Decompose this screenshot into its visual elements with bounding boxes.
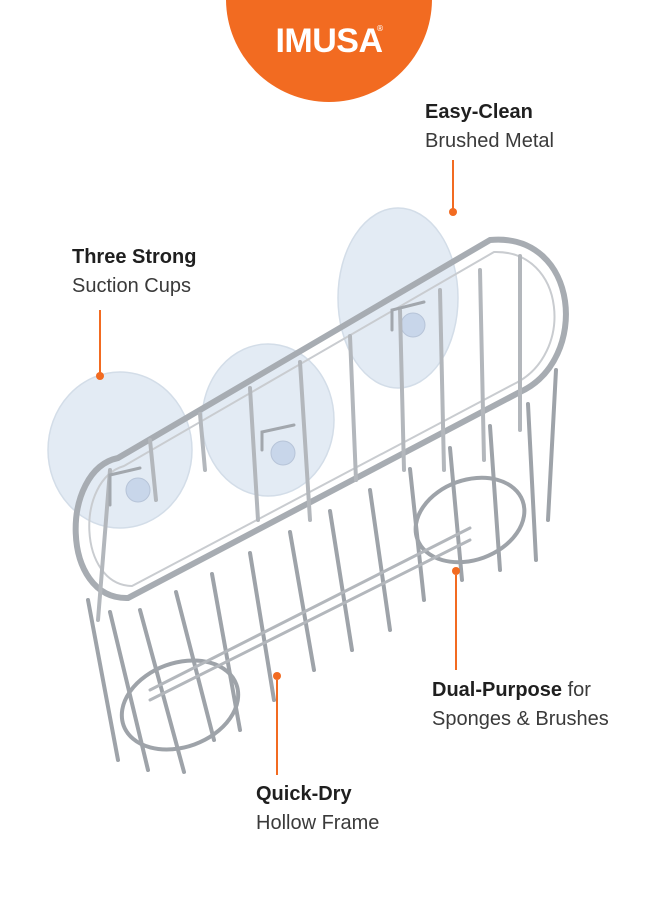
callout-quick-dry: Quick-Dry Hollow Frame xyxy=(256,780,379,838)
dual-purpose-leader-line xyxy=(455,575,457,670)
callout-easy-clean: Easy-Clean Brushed Metal xyxy=(425,98,554,156)
callout-dual-purpose: Dual-Purpose for Sponges & Brushes xyxy=(432,676,609,734)
dual-purpose-leader-dot xyxy=(452,567,460,575)
easy-clean-subtitle: Brushed Metal xyxy=(425,130,554,152)
callout-suction-cups: Three Strong Suction Cups xyxy=(72,243,196,301)
suction-subtitle: Suction Cups xyxy=(72,275,191,297)
dual-purpose-title-suffix: for xyxy=(562,679,591,701)
easy-clean-leader-line xyxy=(452,160,454,210)
easy-clean-leader-dot xyxy=(449,208,457,216)
bottom-ring-right xyxy=(413,475,527,565)
brand-logo-text: IMUSA xyxy=(275,22,383,60)
quick-dry-leader-dot xyxy=(273,672,281,680)
suction-title: Three Strong xyxy=(72,246,197,268)
suction-cup-knob-right xyxy=(400,312,426,338)
easy-clean-title: Easy-Clean xyxy=(425,101,533,123)
basket-frame xyxy=(72,236,569,774)
suction-cup-knob-left xyxy=(125,477,151,503)
dual-purpose-title: Dual-Purpose xyxy=(432,679,563,701)
quick-dry-leader-line xyxy=(276,680,278,775)
suction-cup-right xyxy=(337,207,459,389)
quick-dry-title: Quick-Dry xyxy=(256,783,352,805)
quick-dry-subtitle: Hollow Frame xyxy=(256,812,380,834)
suction-cup-left xyxy=(47,371,193,529)
suction-leader-line xyxy=(99,310,101,374)
registered-mark: ® xyxy=(376,24,384,33)
bottom-ring-left xyxy=(119,658,241,752)
suction-leader-dot xyxy=(96,372,104,380)
suction-cup-knob-middle xyxy=(270,440,296,466)
dual-purpose-subtitle: Sponges & Brushes xyxy=(432,708,609,730)
